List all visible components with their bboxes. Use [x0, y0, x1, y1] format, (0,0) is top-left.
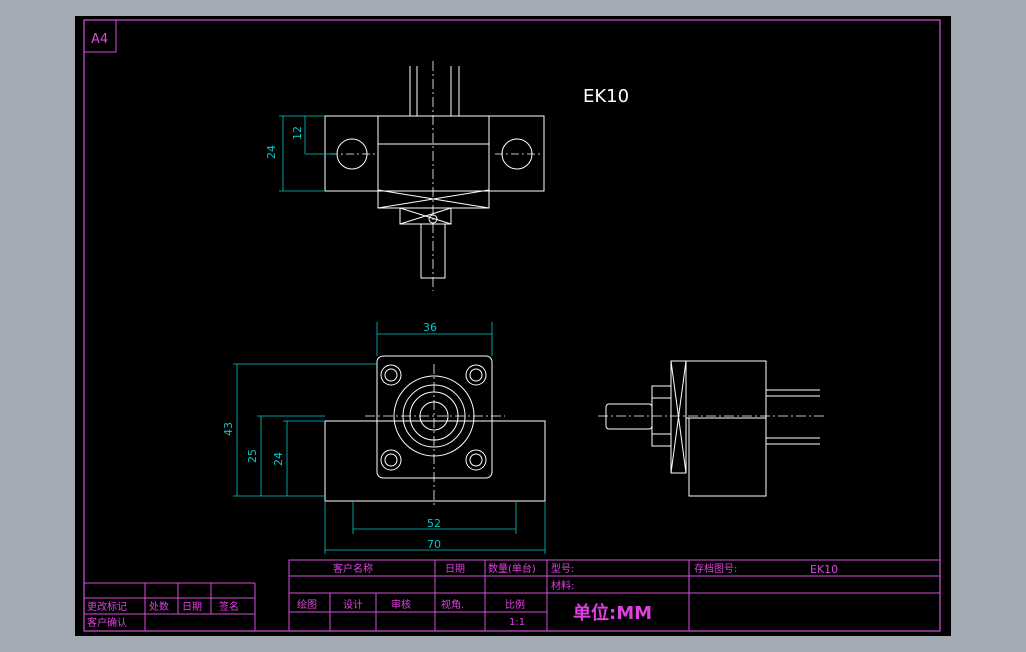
tb-rev-sign: 签名	[219, 600, 239, 613]
paper-size-box	[83, 19, 117, 53]
dim-front-52: 52	[427, 517, 441, 530]
tb-customer-confirm: 客户确认	[87, 616, 127, 629]
bolt-top-right	[465, 364, 487, 386]
title-block	[84, 559, 941, 632]
top-flange	[324, 115, 545, 192]
tb-design: 设计	[343, 598, 363, 611]
top-view	[324, 66, 545, 279]
tb-review: 审核	[391, 598, 411, 611]
top-view-dimensions	[279, 115, 337, 192]
bolt-bottom-left	[380, 449, 402, 471]
dim-front-70: 70	[427, 538, 441, 551]
dim-front-36: 36	[423, 321, 437, 334]
front-view-dimensions	[233, 322, 546, 554]
dim-front-25: 25	[246, 449, 259, 463]
front-view	[324, 355, 546, 502]
tb-quantity: 数量(单台)	[488, 562, 536, 575]
side-shaft	[605, 403, 653, 430]
front-housing	[376, 355, 493, 479]
tb-rev-mark: 更改标记	[87, 600, 127, 613]
tb-drawn: 绘图	[297, 598, 317, 611]
part-title: EK10	[583, 86, 629, 107]
tb-customer-name: 客户名称	[333, 562, 373, 575]
front-flange	[324, 420, 546, 502]
side-housing-lower	[688, 417, 767, 497]
tb-drawing-no-label: 存档图号:	[694, 562, 737, 575]
inner-frame	[83, 19, 941, 632]
dim-front-43: 43	[222, 422, 235, 436]
tb-date: 日期	[445, 563, 465, 575]
side-housing-upper	[685, 360, 767, 419]
paper-size-label: A4	[91, 32, 108, 47]
bolt-bottom-right	[465, 449, 487, 471]
side-view	[605, 360, 820, 497]
drawing-sheet: A4 EK10 24 12	[75, 16, 951, 636]
dim-front-24: 24	[272, 452, 285, 466]
tb-rev-count: 处数	[149, 600, 169, 613]
tb-unit: 单位:MM	[573, 602, 652, 624]
drawing-canvas: A4 EK10 24 12	[83, 19, 941, 632]
tb-model: 型号:	[551, 562, 574, 575]
tb-material: 材料:	[551, 579, 574, 592]
dim-top-12: 12	[291, 126, 304, 140]
dim-top-24: 24	[265, 145, 278, 159]
tb-scale: 1:1	[509, 617, 525, 628]
tb-drawing-no: EK10	[810, 563, 838, 576]
tb-rev-date: 日期	[182, 601, 202, 613]
tb-std-check: 视角.	[441, 598, 464, 611]
tb-scale-label: 比例	[505, 598, 525, 611]
bolt-top-left	[380, 364, 402, 386]
top-housing	[377, 115, 490, 209]
